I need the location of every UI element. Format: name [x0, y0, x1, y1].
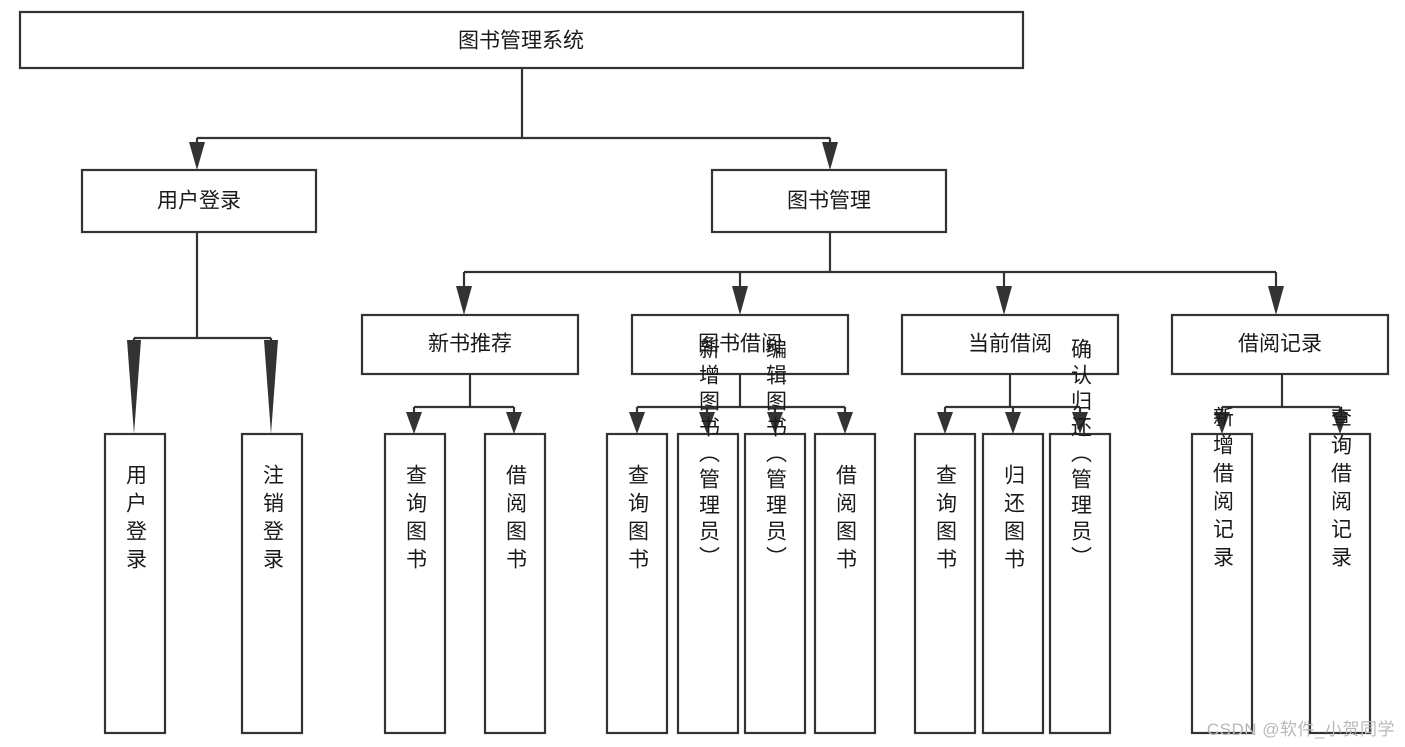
- leaf-borrow-book-1-box[interactable]: [483, 432, 547, 735]
- watermark-text: CSDN @软件_小贺同学: [1206, 720, 1395, 739]
- node-user-login-label: 用户登录: [157, 190, 241, 213]
- node-book-management[interactable]: 图书管理: [710, 168, 948, 234]
- leaf-edit-book-label: 编辑图书（管理员）: [764, 338, 788, 572]
- leaf-user-logout-label: 注销登录: [261, 464, 285, 576]
- arrow-head-leaf-query-record: [1332, 412, 1348, 434]
- arrow-head-leaf-query-book-2: [629, 412, 645, 434]
- arrow-head-new-book-recommend: [456, 286, 472, 315]
- node-book-management-label: 图书管理: [787, 190, 871, 213]
- node-book-management-box[interactable]: [710, 168, 948, 234]
- node-borrow-record[interactable]: 借阅记录: [1170, 313, 1390, 376]
- leaf-confirm-return-label: 确认归还（管理员）: [1069, 338, 1093, 572]
- arrow-head-user-login: [189, 142, 205, 170]
- arrow-head-leaf-borrow-book-2: [837, 412, 853, 434]
- arrow-head-leaf-confirm-return: [1072, 412, 1088, 434]
- leaf-borrow-book-2[interactable]: 借阅图书: [813, 432, 877, 735]
- leaf-borrow-book-1[interactable]: 借阅图书: [483, 432, 547, 735]
- leaf-return-book-box[interactable]: [981, 432, 1045, 735]
- leaf-query-book-3-box[interactable]: [913, 432, 977, 735]
- leaf-user-login[interactable]: 用户登录: [103, 432, 167, 735]
- leaf-confirm-return[interactable]: 确认归还（管理员）: [1048, 338, 1112, 735]
- leaf-borrow-book-2-box[interactable]: [813, 432, 877, 735]
- arrow-head-leaf-query-book-1: [406, 412, 422, 434]
- leaf-query-book-2-label: 查询图书: [626, 464, 650, 576]
- leaf-user-login-label: 用户登录: [124, 464, 148, 576]
- node-current-borrow-box[interactable]: [900, 313, 1120, 376]
- arrow-head-leaf-add-book: [699, 412, 715, 434]
- leaf-user-logout[interactable]: 注销登录: [240, 432, 304, 735]
- node-user-login[interactable]: 用户登录: [80, 168, 318, 234]
- leaf-query-book-1-label: 查询图书: [404, 464, 428, 576]
- leaf-edit-book[interactable]: 编辑图书（管理员）: [743, 338, 807, 735]
- leaf-query-book-1[interactable]: 查询图书: [383, 432, 447, 735]
- arrow-head-book-management: [822, 142, 838, 170]
- leaf-add-book[interactable]: 新增图书（管理员）: [676, 338, 740, 735]
- arrow-head-leaf-add-record: [1214, 412, 1230, 434]
- node-borrow-record-label: 借阅记录: [1238, 333, 1322, 356]
- node-new-book-recommend[interactable]: 新书推荐: [360, 313, 580, 376]
- node-root-label: 图书管理系统: [458, 30, 584, 53]
- leaf-query-book-2-box[interactable]: [605, 432, 669, 735]
- leaf-user-logout-box[interactable]: [240, 432, 304, 735]
- leaf-query-record-label: 查询借阅记录: [1329, 406, 1353, 574]
- leaf-query-book-3-label: 查询图书: [934, 464, 958, 576]
- arrow-head-borrow-record: [1268, 286, 1284, 315]
- leaf-borrow-book-1-label: 借阅图书: [504, 464, 528, 576]
- arrow-head-book-borrow: [732, 286, 748, 315]
- arrow-head-current-borrow: [996, 286, 1012, 315]
- node-root[interactable]: 图书管理系统: [18, 10, 1025, 70]
- leaf-query-book-1-box[interactable]: [383, 432, 447, 735]
- leaf-return-book-label: 归还图书: [1002, 464, 1026, 576]
- leaf-confirm-return-box[interactable]: [1048, 432, 1112, 735]
- node-root-box[interactable]: [18, 10, 1025, 70]
- leaf-user-login-box[interactable]: [103, 432, 167, 735]
- leaf-query-book-3[interactable]: 查询图书: [913, 432, 977, 735]
- arrow-head-leaf-return-book: [1005, 412, 1021, 434]
- node-current-borrow-label: 当前借阅: [968, 333, 1052, 356]
- leaf-query-book-2[interactable]: 查询图书: [605, 432, 669, 735]
- node-user-login-box[interactable]: [80, 168, 318, 234]
- node-book-borrow-label: 图书借阅: [698, 333, 782, 356]
- leaf-add-record-box[interactable]: [1190, 432, 1254, 735]
- node-book-borrow-box[interactable]: [630, 313, 850, 376]
- node-borrow-record-box[interactable]: [1170, 313, 1390, 376]
- node-current-borrow[interactable]: 当前借阅: [900, 313, 1120, 376]
- leaf-add-record-label: 新增借阅记录: [1211, 406, 1235, 574]
- connectors-layer: [127, 68, 1348, 434]
- node-new-book-recommend-label: 新书推荐: [428, 333, 512, 356]
- node-book-borrow[interactable]: 图书借阅: [630, 313, 850, 376]
- leaf-borrow-book-2-label: 借阅图书: [834, 464, 858, 576]
- leaf-add-record[interactable]: 新增借阅记录: [1190, 406, 1254, 735]
- leaf-query-record-box[interactable]: [1308, 432, 1372, 735]
- node-new-book-recommend-box[interactable]: [360, 313, 580, 376]
- leaf-add-book-label: 新增图书（管理员）: [697, 338, 721, 572]
- leaf-return-book[interactable]: 归还图书: [981, 432, 1045, 735]
- arrow-head-leaf-query-book-3: [937, 412, 953, 434]
- arrow-head-leaf-edit-book: [767, 412, 783, 434]
- arrow-head-leaf-borrow-book-1: [506, 412, 522, 434]
- leaf-add-book-box[interactable]: [676, 432, 740, 735]
- leaf-edit-book-box[interactable]: [743, 432, 807, 735]
- leaf-query-record[interactable]: 查询借阅记录: [1308, 406, 1372, 735]
